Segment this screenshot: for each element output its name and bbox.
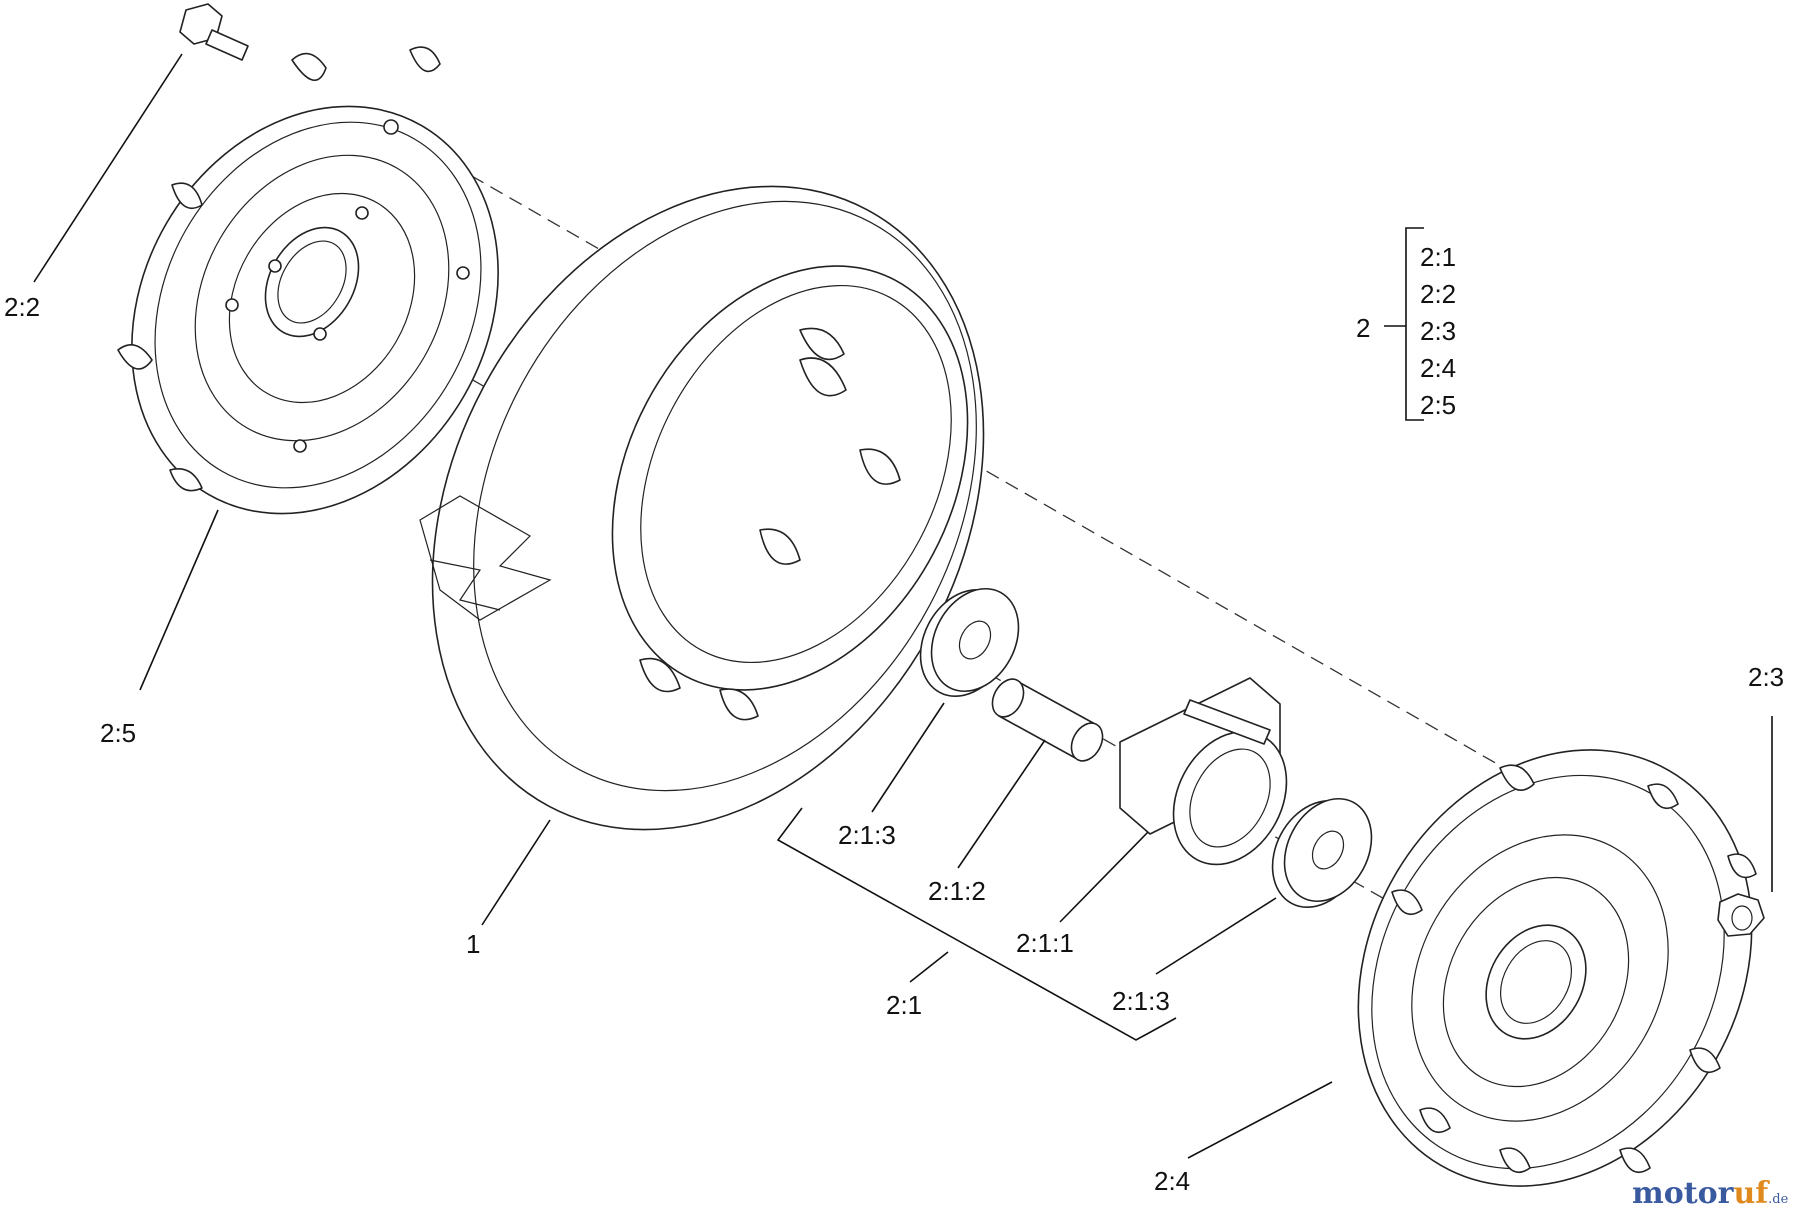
inner-hub-part <box>117 46 499 515</box>
spacer-part <box>991 678 1104 762</box>
legend-parent: 2 <box>1356 313 1370 343</box>
legend-child: 2:3 <box>1420 316 1456 346</box>
label-bearing-top: 2:1:3 <box>838 820 896 850</box>
tire-part <box>419 185 985 831</box>
legend-child: 2:4 <box>1420 353 1456 383</box>
legend-child: 2:2 <box>1420 279 1456 309</box>
leader-bushing <box>1059 831 1149 923</box>
bracket-bearing-assembly <box>776 807 1177 1041</box>
watermark-text-part1: motor <box>1632 1176 1735 1211</box>
leader-bearing-bottom <box>1155 897 1277 975</box>
leader-bearing-top <box>871 702 945 813</box>
watermark-suffix: .de <box>1768 1192 1788 1207</box>
leader-bolt <box>33 53 183 283</box>
watermark-text-part2: uf <box>1733 1176 1770 1211</box>
legend-child: 2:1 <box>1420 242 1456 272</box>
label-bolt: 2:2 <box>4 292 40 322</box>
label-bearing-bottom: 2:1:3 <box>1112 986 1170 1016</box>
label-bearing-assembly: 2:1 <box>886 990 922 1020</box>
label-tire: 1 <box>466 929 480 959</box>
legend-bracket <box>1384 227 1424 421</box>
bolt-part <box>179 3 249 61</box>
label-inner-hub: 2:5 <box>100 718 136 748</box>
bushing-part <box>1119 677 1288 866</box>
label-nut: 2:3 <box>1748 662 1784 692</box>
label-spacer: 2:1:2 <box>928 876 986 906</box>
nut-part <box>1717 893 1765 937</box>
bearing-top-part <box>919 587 1020 698</box>
leader-spacer <box>957 739 1046 869</box>
leader-bearing-assembly <box>909 951 949 983</box>
legend-child: 2:5 <box>1420 390 1456 420</box>
outer-hub-part <box>1357 749 1757 1187</box>
leader-tire <box>481 819 551 926</box>
svg-text:motoruf.de: motoruf.de <box>1632 1176 1789 1211</box>
label-outer-hub: 2:4 <box>1154 1166 1190 1196</box>
leader-inner-hub <box>139 509 219 691</box>
label-bushing: 2:1:1 <box>1016 928 1074 958</box>
watermark-logo: motoruf.de <box>1632 1176 1789 1211</box>
bearing-bottom-part <box>1271 797 1373 909</box>
leader-outer-hub <box>1187 1081 1333 1159</box>
